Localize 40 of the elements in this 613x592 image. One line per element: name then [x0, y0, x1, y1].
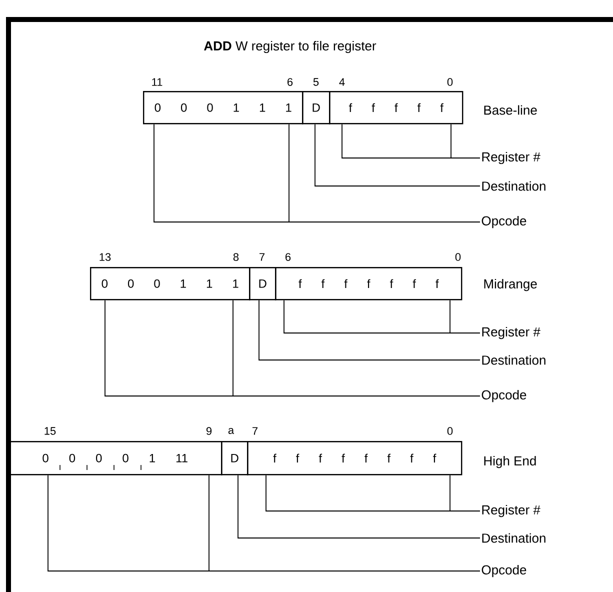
destination-bit-box: D	[302, 91, 330, 124]
row-label: Midrange	[484, 278, 537, 292]
destination-bit-box: D	[249, 267, 276, 300]
leader-line	[314, 124, 480, 186]
bit-number: 4	[339, 78, 345, 86]
leader-line	[284, 300, 480, 334]
destination-bit-box: D	[221, 441, 248, 476]
bit-number: 9	[206, 427, 212, 435]
field-label: Register #	[482, 152, 540, 164]
leader-line	[104, 300, 480, 396]
row-label: High End	[484, 456, 536, 468]
bit-number: 6	[288, 78, 293, 86]
field-label: Destination	[482, 355, 546, 365]
field-label: Opcode	[482, 390, 526, 402]
leader-line	[48, 474, 480, 572]
row-label: Base-line	[484, 105, 537, 115]
bit-field: 0 0 0 0 1 11	[8, 441, 222, 476]
leader-line	[342, 124, 480, 158]
field-label: Opcode	[482, 216, 526, 228]
field-label: Destination	[482, 533, 546, 543]
leader-line	[266, 474, 480, 512]
bit-field: f f f f f f f	[275, 267, 462, 300]
field-label: Destination	[482, 181, 546, 191]
bit-number: a	[228, 428, 234, 434]
field-label: Register #	[482, 504, 540, 518]
bit-number: 6	[286, 253, 291, 261]
bit-field: 0 0 0 1 1 1	[143, 91, 304, 124]
leader-line	[258, 300, 480, 360]
title: ADD W register to file register	[204, 40, 376, 54]
bit-number: 7	[260, 253, 264, 261]
leader-line	[238, 474, 480, 538]
bit-number: 7	[252, 427, 258, 435]
bit-field: f f f f f f f f	[247, 441, 462, 476]
leader-line	[154, 124, 480, 222]
field-label: Register #	[482, 326, 540, 340]
bit-field: 0 0 0 1 1 1	[90, 267, 250, 300]
bit-number: 5	[313, 78, 319, 86]
bit-number: 8	[233, 253, 239, 261]
field-label: Opcode	[482, 564, 526, 578]
bit-field: f f f f f	[329, 91, 464, 124]
